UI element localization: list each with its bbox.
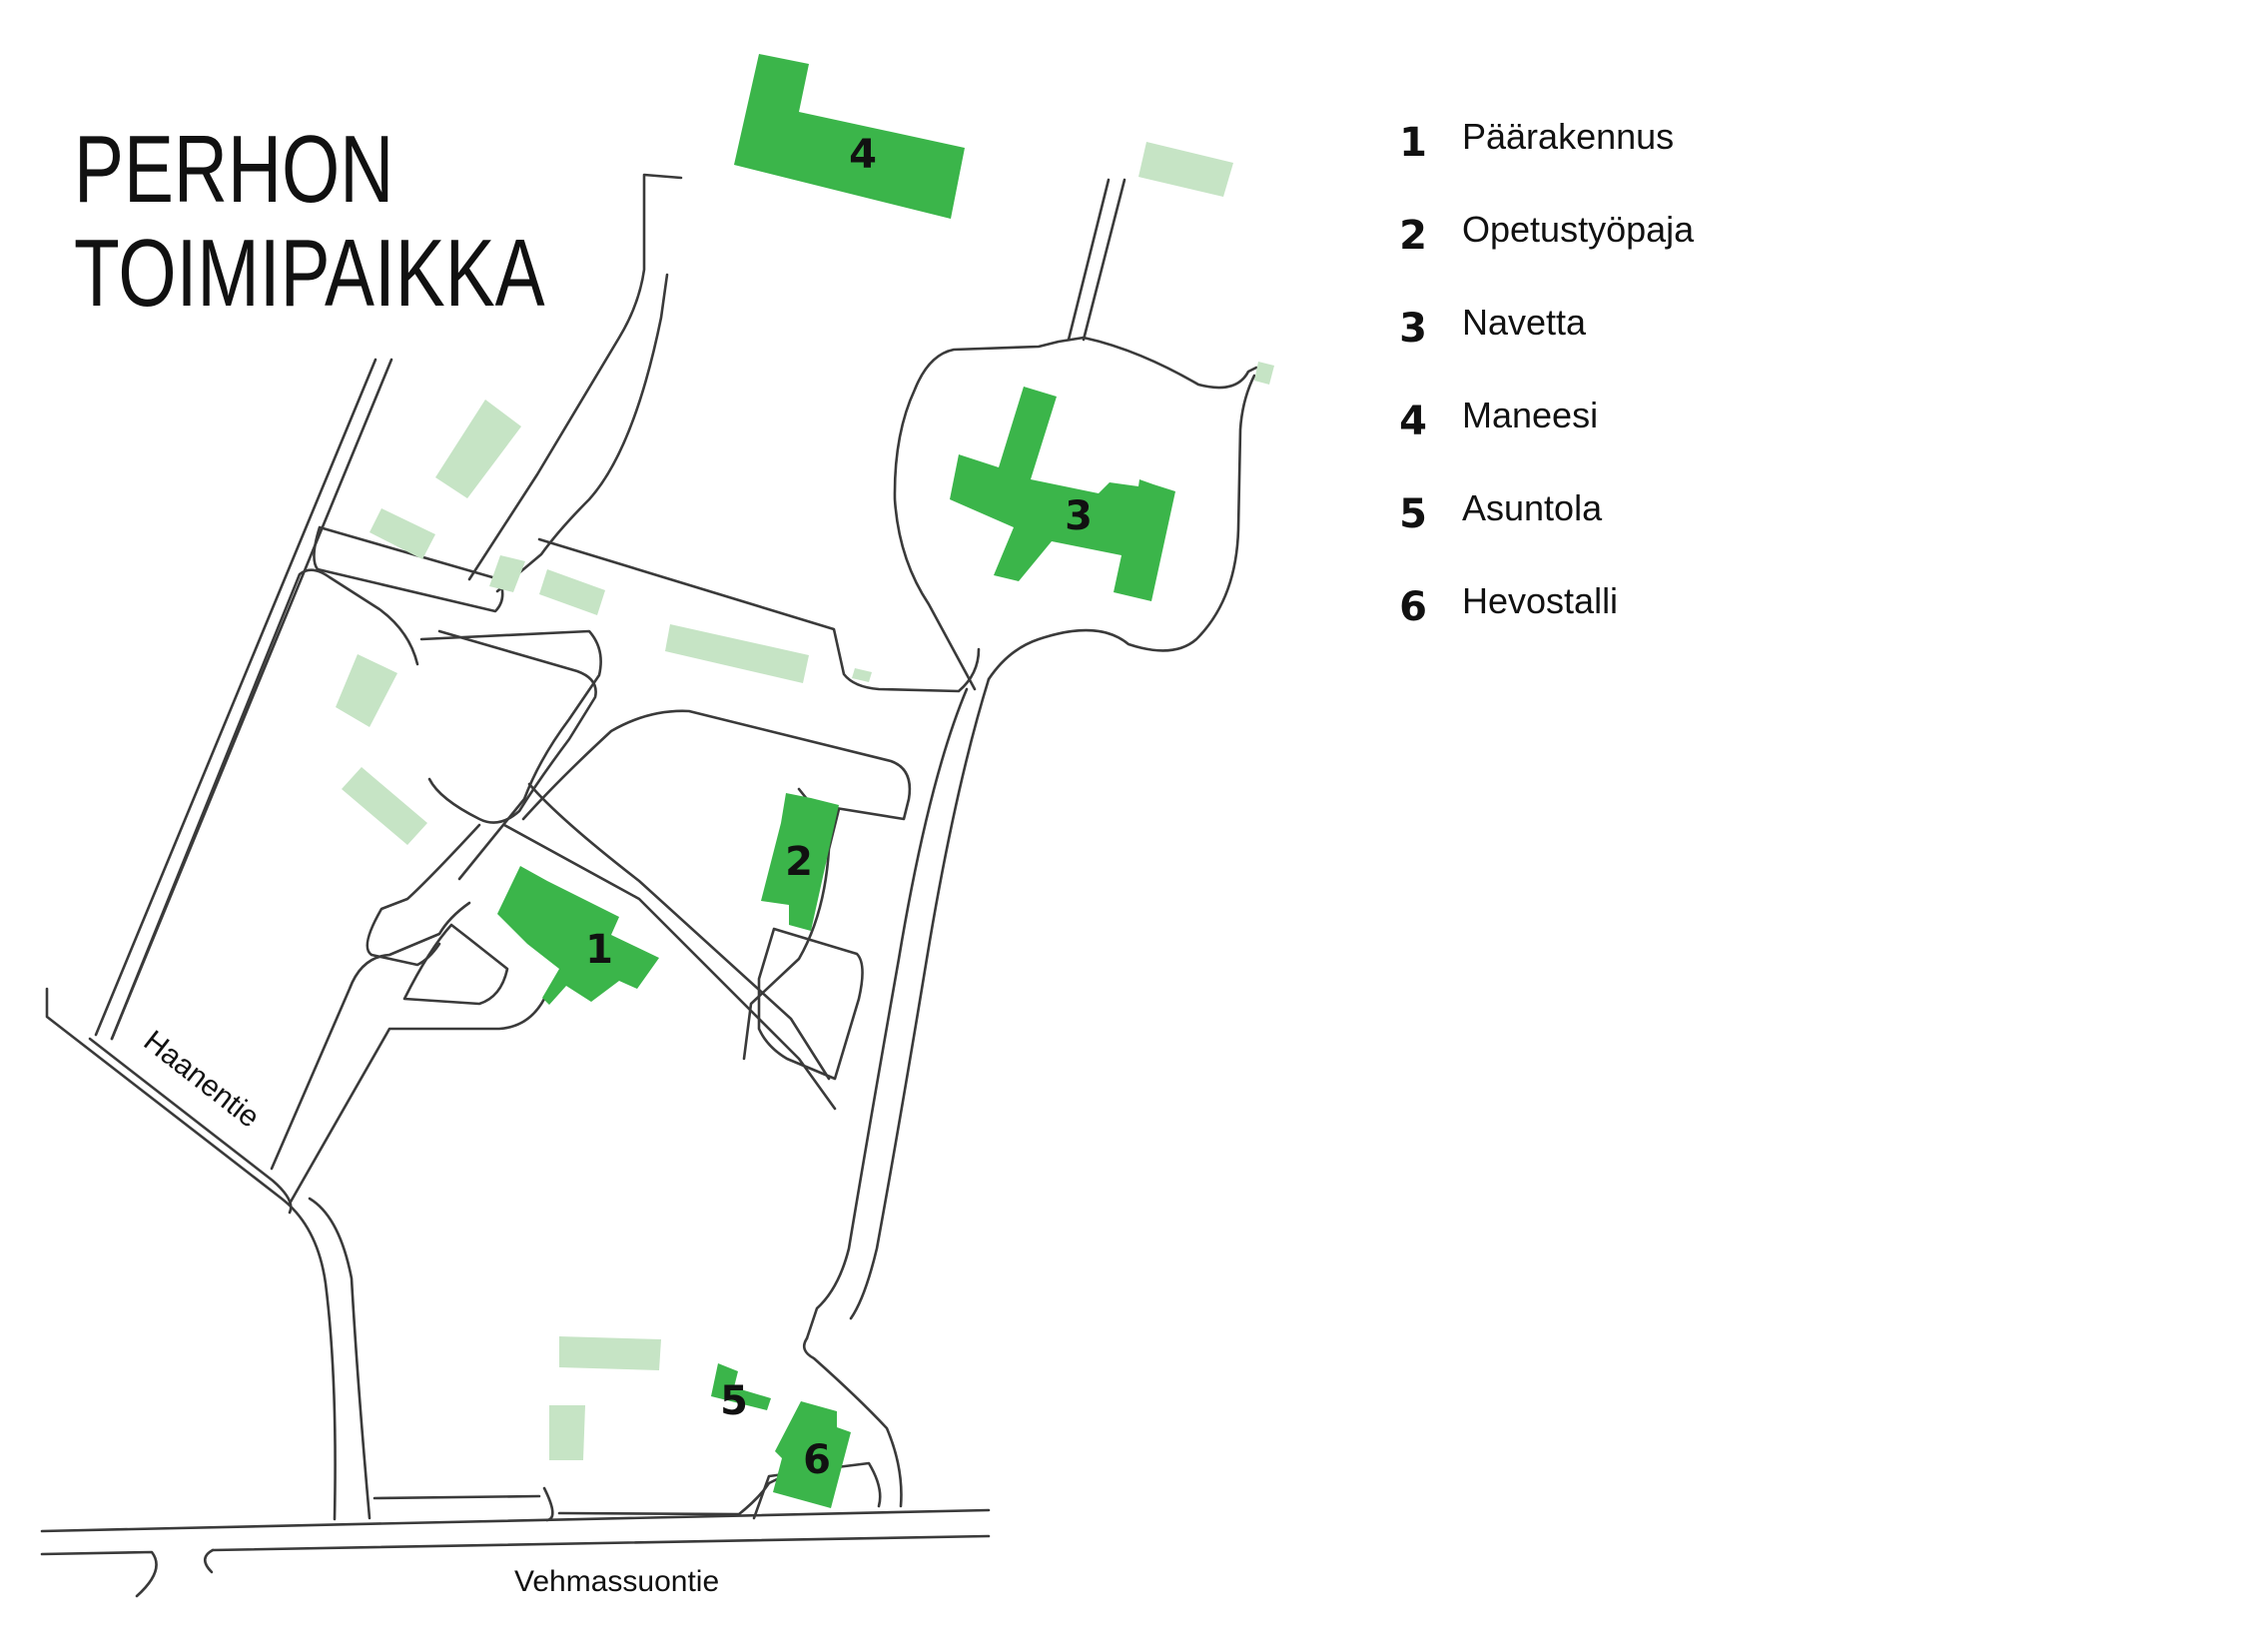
road-inner-loop-b <box>521 709 912 821</box>
other-building <box>435 400 521 498</box>
building-numbers: 4 3 2 1 5 6 <box>585 132 1093 1483</box>
legend-number: 3 <box>1399 306 1427 352</box>
road-vehmassuontie-west-end <box>40 1550 158 1598</box>
road-east-inner <box>849 677 991 1320</box>
building-number-3: 3 <box>1065 493 1093 539</box>
road-north-arm-2 <box>495 273 669 593</box>
building-number-1: 1 <box>585 927 613 973</box>
road-west-lane <box>366 823 481 967</box>
map-title-line-1: PERHON <box>74 116 394 223</box>
legend-name: Hevostalli <box>1462 580 1619 621</box>
road-south-loop <box>802 1336 903 1508</box>
building-5-asuntola <box>711 1363 771 1410</box>
road-navetta-north-2 <box>1082 178 1126 342</box>
legend-number: 1 <box>1399 120 1427 166</box>
legend-number: 6 <box>1399 584 1427 630</box>
other-building <box>559 1336 661 1370</box>
road-vehmassuontie-south-edge <box>211 1534 991 1552</box>
road-central-north <box>537 537 981 693</box>
road-haanentie-south <box>308 1197 372 1520</box>
building-2-opetustyopaja <box>761 793 839 931</box>
other-building <box>539 569 605 615</box>
road-south-lower-west <box>373 1494 541 1500</box>
legend-name: Navetta <box>1462 302 1587 343</box>
building-4-maneesi <box>734 54 965 219</box>
road-label-vehmassuontie: Vehmassuontie <box>514 1565 719 1598</box>
other-building <box>1138 142 1233 197</box>
legend-number: 2 <box>1399 213 1427 259</box>
road-west-outer <box>94 358 377 1037</box>
road-central-south <box>419 629 602 881</box>
road-workshop-lot <box>757 927 864 1081</box>
legend-name: Päärakennus <box>1462 116 1675 157</box>
road-vehmassuontie-north-edge <box>40 1508 991 1533</box>
other-building <box>342 767 427 845</box>
map-title-line-2: TOIMIPAIKKA <box>74 220 545 327</box>
road-haanentie-inner <box>88 1037 293 1215</box>
other-buildings <box>336 142 1274 1460</box>
other-building <box>852 668 872 682</box>
road-haanentie-outer <box>45 987 337 1521</box>
road-network <box>40 173 1258 1598</box>
other-building <box>549 1405 585 1460</box>
road-central-diagonal <box>527 782 831 1081</box>
building-3-navetta <box>950 387 1175 601</box>
building-number-6: 6 <box>803 1437 831 1483</box>
building-number-5: 5 <box>720 1378 748 1424</box>
other-building <box>370 508 435 559</box>
other-building <box>489 555 525 592</box>
map-title: PERHON TOIMIPAIKKA <box>74 118 545 326</box>
road-navetta-loop <box>893 336 1258 691</box>
other-building <box>1254 362 1274 385</box>
legend-number: 5 <box>1399 491 1427 537</box>
road-south-lower-bottom <box>542 1486 554 1522</box>
building-number-2: 2 <box>785 839 813 885</box>
road-north-arm <box>467 173 683 581</box>
other-building <box>665 624 809 683</box>
road-west-strip <box>270 901 471 1171</box>
legend-name: Maneesi <box>1462 395 1599 435</box>
building-number-4: 4 <box>849 132 877 178</box>
road-inner-loop-a <box>427 629 597 824</box>
building-1-paarakennus <box>497 866 659 1005</box>
road-navetta-loop-east <box>987 374 1256 681</box>
building-6-hevostalli <box>773 1401 851 1508</box>
legend-name: Asuntola <box>1462 487 1603 528</box>
road-south-lower-mid <box>557 1471 791 1516</box>
legend-name: Opetustyöpaja <box>1462 209 1695 250</box>
road-parking-loop <box>402 923 509 1006</box>
legend-number: 4 <box>1399 399 1427 444</box>
road-central-diagonal-2 <box>502 823 837 1111</box>
road-lower-west <box>288 997 546 1206</box>
road-vehmassuontie-junction <box>203 1548 215 1574</box>
road-east-outer <box>805 687 969 1340</box>
road-navetta-north-1 <box>1067 178 1111 342</box>
other-building <box>336 654 397 727</box>
road-label-haanentie: Haanentie <box>138 1025 266 1135</box>
highlighted-buildings <box>497 54 1175 1508</box>
road-workshop-spur <box>742 807 841 1061</box>
road-west-parallel <box>110 568 419 1041</box>
